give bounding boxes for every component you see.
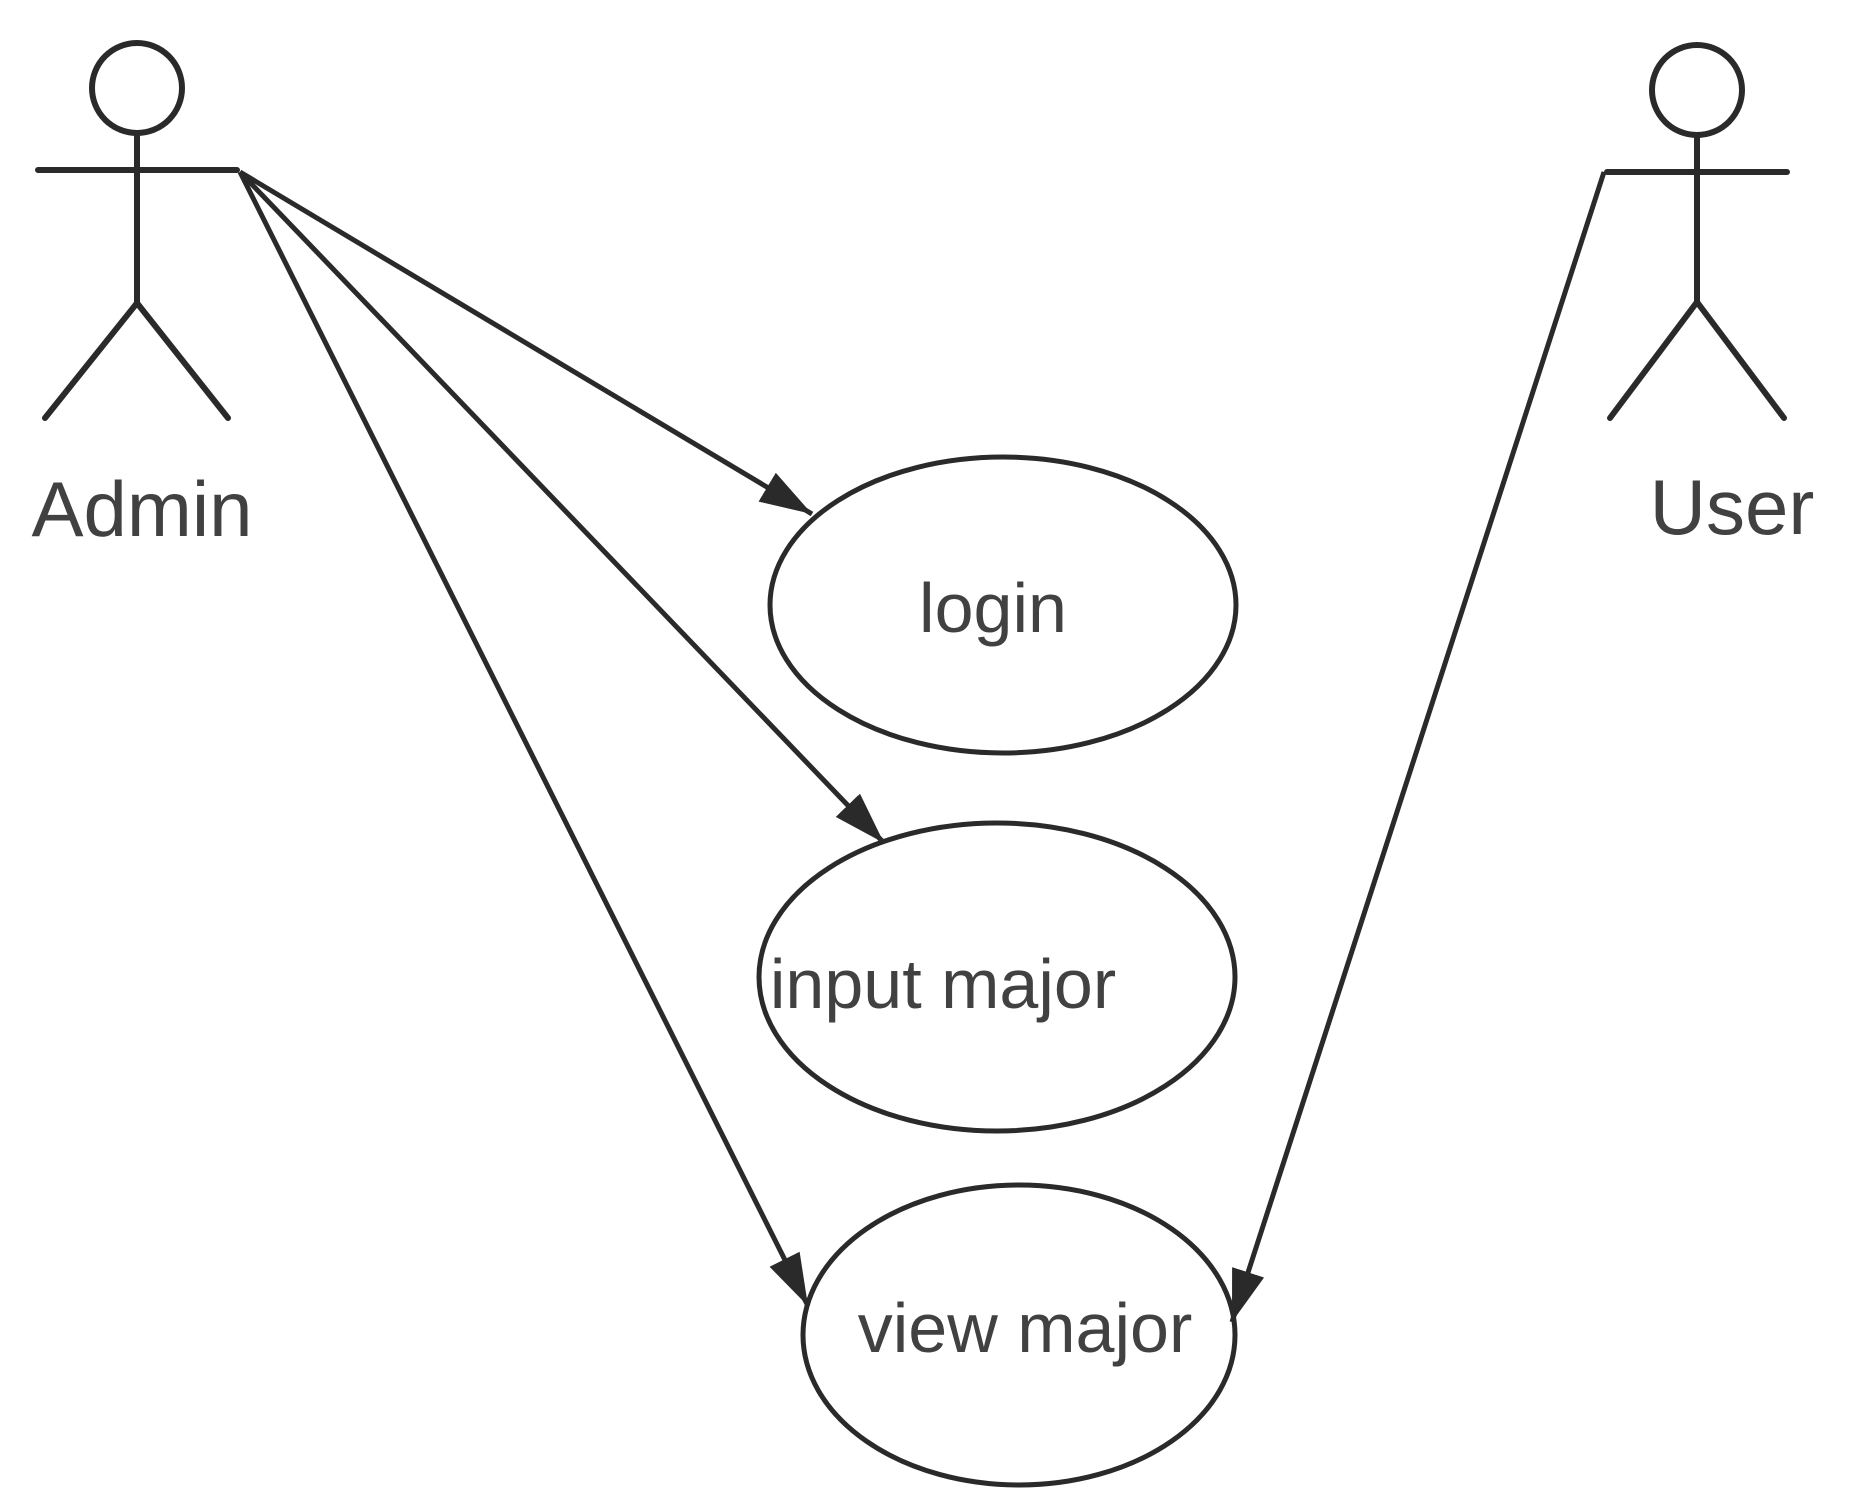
actor-user-leg-right <box>1694 299 1787 421</box>
actor-user: User <box>1604 42 1815 551</box>
use-case-view-major-label: view major <box>858 1289 1193 1367</box>
actor-admin-head <box>89 40 185 136</box>
association-admin-login <box>238 169 814 517</box>
use-case-login-ellipse <box>767 454 1239 756</box>
association-user-view-major <box>1229 171 1607 1323</box>
use-case-input-major-label: input major <box>770 945 1116 1023</box>
use-case-input-major-ellipse <box>756 820 1238 1134</box>
use-case-input-major: input major <box>756 820 1238 1134</box>
use-case-view-major: view major <box>800 1182 1238 1488</box>
association-admin-input-major <box>238 170 886 845</box>
association-admin-view-major <box>237 170 811 1308</box>
actor-user-label: User <box>1650 463 1815 551</box>
use-case-login: login <box>767 454 1239 756</box>
actor-user-head <box>1649 42 1745 138</box>
actor-user-leg-left <box>1607 299 1700 421</box>
use-case-view-major-ellipse <box>800 1182 1238 1488</box>
use-case-login-label: login <box>919 569 1067 647</box>
actor-admin-label: Admin <box>31 465 252 553</box>
actor-admin: Admin <box>31 40 253 553</box>
actor-admin-leg-right <box>134 300 231 421</box>
actor-admin-leg-left <box>42 300 140 421</box>
